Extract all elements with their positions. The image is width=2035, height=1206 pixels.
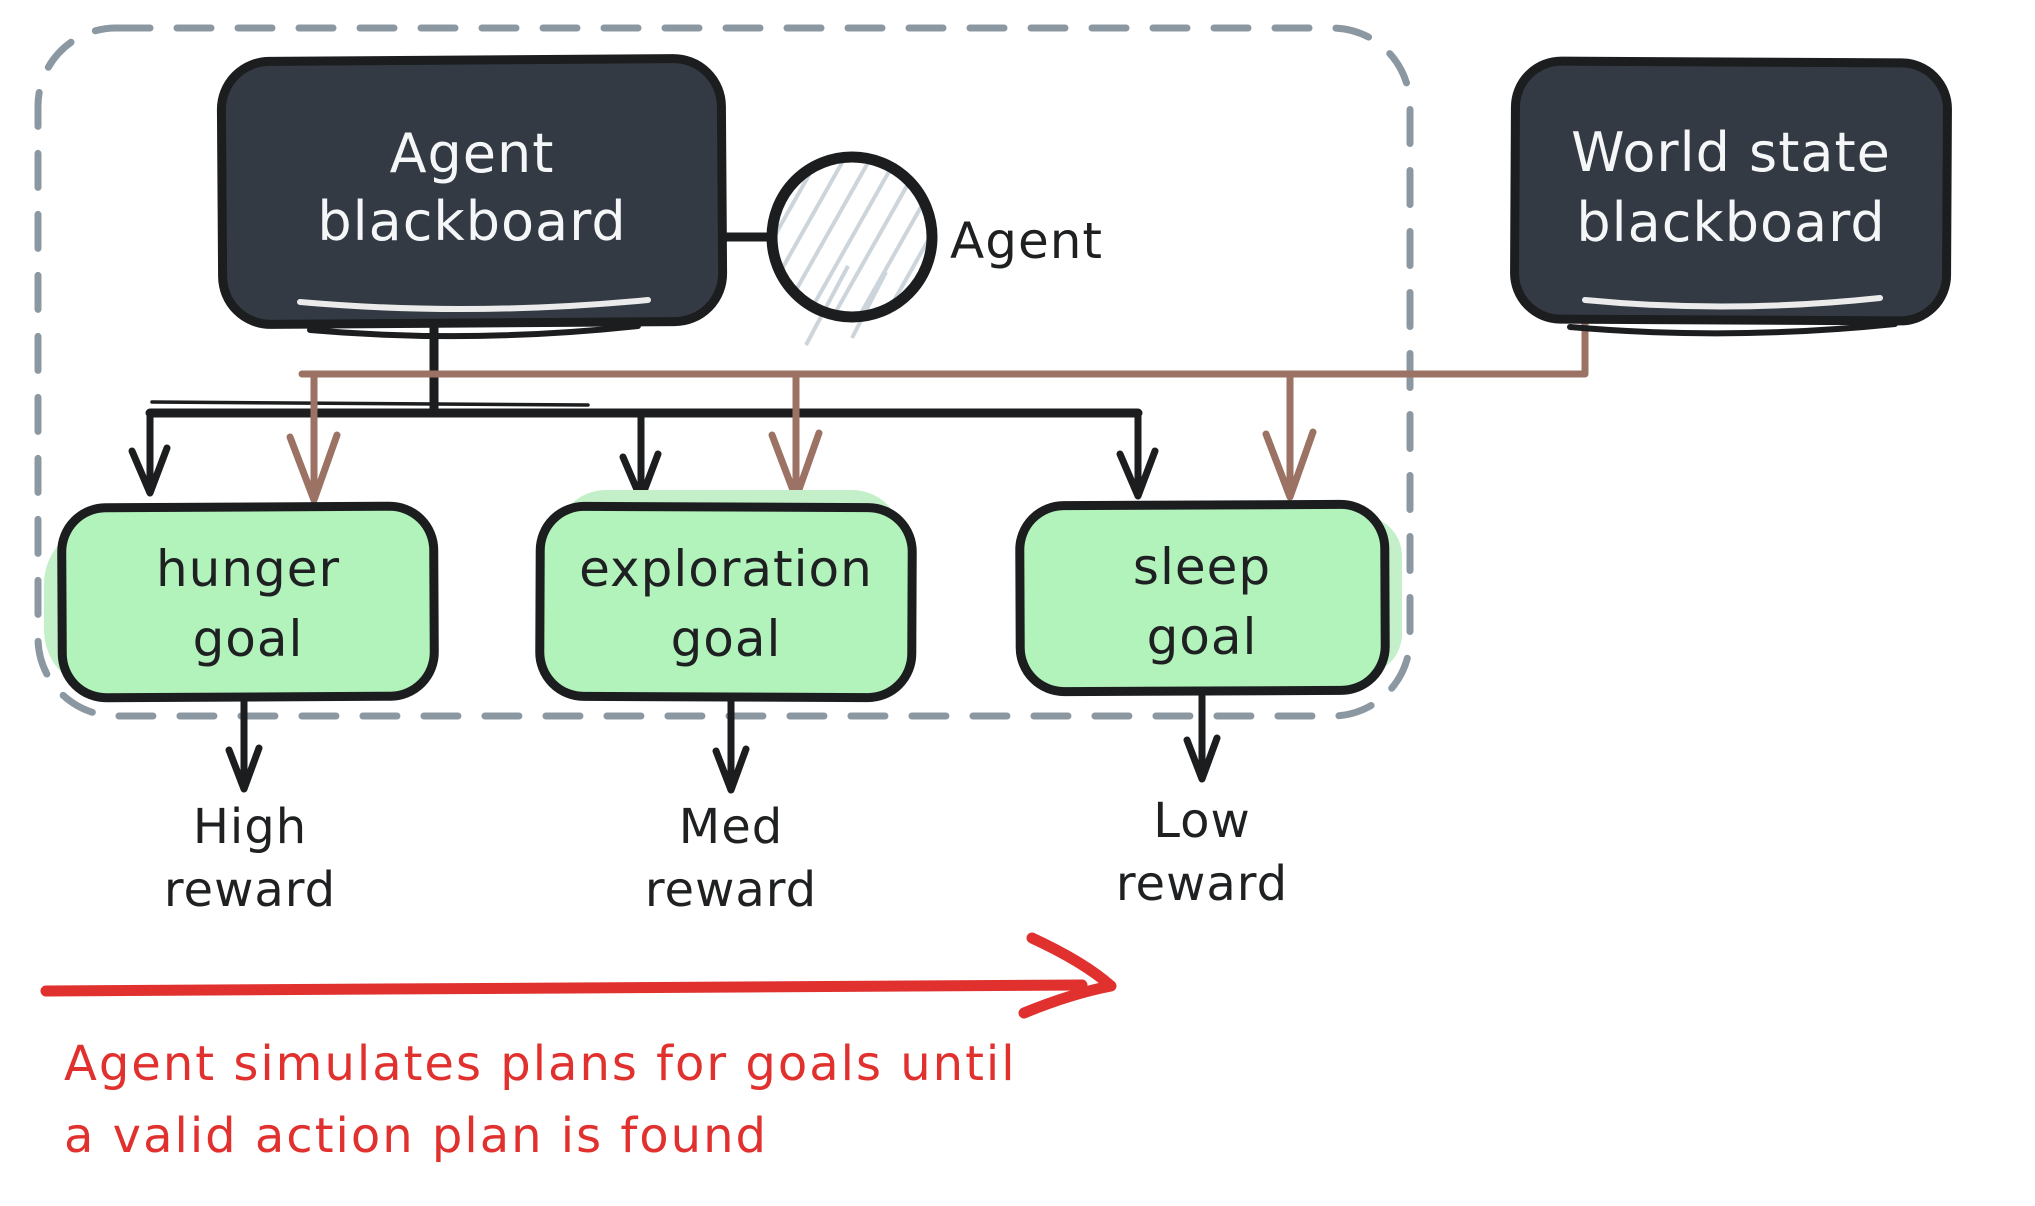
agent-blackboard-box <box>216 54 728 329</box>
hatch-line <box>850 161 928 313</box>
world-state-inner-highlight <box>1582 295 1883 310</box>
hatch-line <box>776 161 854 313</box>
hunger-goal-label-line2: goal <box>193 610 304 668</box>
med-reward-label-line1: Med <box>679 799 783 855</box>
med-reward-label-line2: reward <box>645 862 817 918</box>
sleep-goal-label-line2: goal <box>1147 608 1258 666</box>
world-state-blackboard-box <box>1510 56 1952 326</box>
agent-to-goals-connectors <box>128 317 1159 503</box>
agent-circle-hatch-overflow <box>804 265 888 346</box>
red-arrow-line <box>40 979 1088 997</box>
hunger-goal-label-line1: hunger <box>156 540 340 598</box>
exploration-reward-arrow-head <box>712 745 750 794</box>
exploration-goal-label-line2: goal <box>671 610 782 668</box>
exploration-goal-node: exploration goal <box>535 501 917 703</box>
agent-blackboard-label-line1: Agent <box>390 122 555 185</box>
agent-blackboard-inner-highlight <box>297 297 651 313</box>
world-bus-line <box>298 318 1589 378</box>
agent-blackboard-node: Agent blackboard <box>216 54 728 340</box>
sleep-goal-label-line1: sleep <box>1133 538 1271 596</box>
simulation-caption: Agent simulates plans for goals until a … <box>64 1036 1017 1164</box>
sleep-reward-arrow-head <box>1183 734 1221 783</box>
hunger-reward-arrow-head <box>225 744 263 793</box>
world-state-blackboard-node: World state blackboard <box>1510 56 1952 337</box>
agent-arrow-sleep-head <box>1116 447 1159 500</box>
exploration-goal-box <box>535 501 917 703</box>
caption-line2: a valid action plan is found <box>64 1108 768 1164</box>
agent-blackboard-label-line2: blackboard <box>317 190 626 253</box>
agent-arrow-hunger-head <box>128 444 171 497</box>
sleep-goal-node: sleep goal <box>1015 499 1390 697</box>
low-reward-label-line1: Low <box>1153 793 1251 849</box>
agent-bus-sketch-line <box>150 400 590 407</box>
world-state-label-line1: World state <box>1571 121 1891 184</box>
world-arrow-sleep-head <box>1262 428 1317 501</box>
hatch-overflow-line <box>850 271 888 339</box>
low-reward-label-line2: reward <box>1116 856 1288 912</box>
reward-labels: High reward Med reward Low reward <box>164 793 1288 918</box>
hunger-goal-node: hunger goal <box>57 501 439 703</box>
agent-blackboard-underline-flourish <box>307 323 641 340</box>
hunger-goal-box <box>57 501 439 703</box>
world-state-underline-flourish <box>1567 321 1898 337</box>
world-state-label-line2: blackboard <box>1576 191 1885 254</box>
caption-line1: Agent simulates plans for goals until <box>64 1036 1017 1092</box>
high-reward-label-line1: High <box>193 799 307 855</box>
world-arrow-hunger-head <box>286 431 341 504</box>
high-reward-label-line2: reward <box>164 862 336 918</box>
hatch-line <box>798 161 906 313</box>
hatch-overflow-line <box>804 265 850 346</box>
exploration-goal-label-line1: exploration <box>579 540 873 598</box>
agent-circle <box>766 151 938 346</box>
agent-circle-label: Agent <box>950 212 1103 270</box>
red-arrow-head <box>1018 932 1117 1019</box>
goal-to-reward-arrows <box>225 688 1221 794</box>
agent-circle-outline <box>766 151 938 323</box>
simulation-direction-arrow <box>40 932 1117 1019</box>
